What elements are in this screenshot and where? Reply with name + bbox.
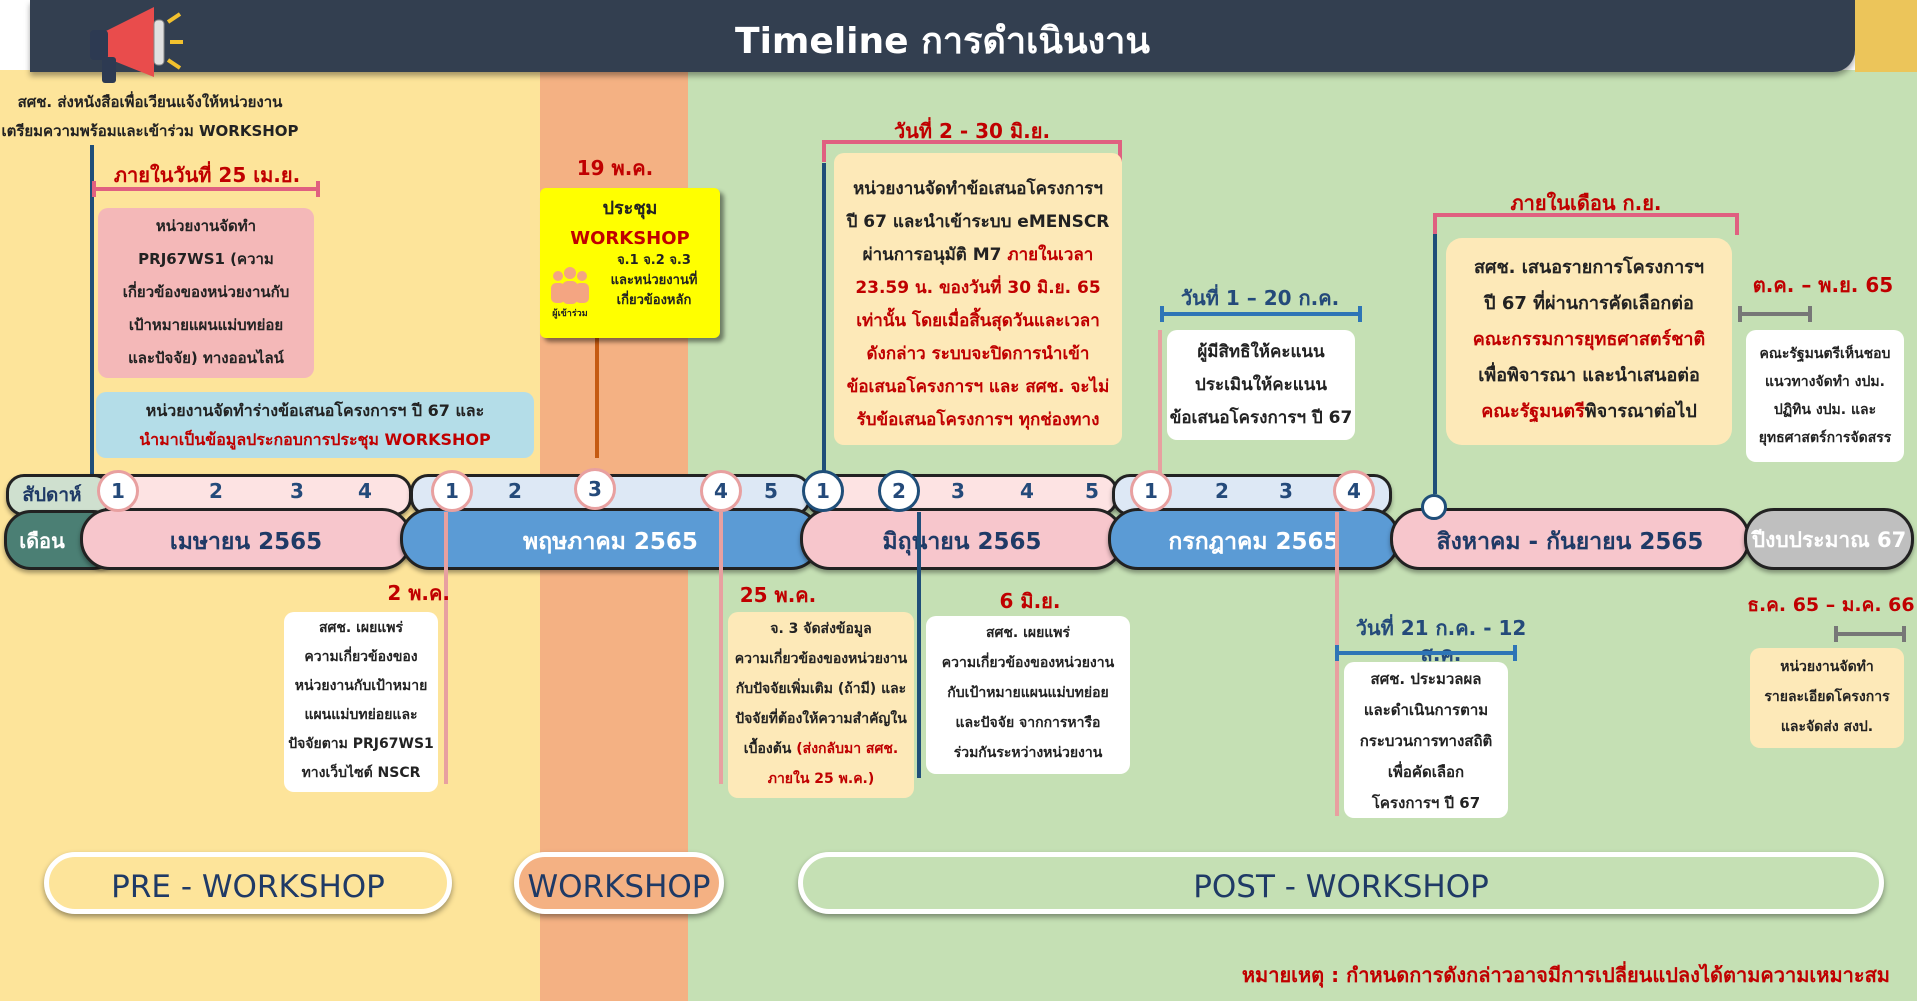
- phase-pre: PRE - WORKSHOP: [44, 852, 452, 914]
- connector-25may: [719, 512, 723, 784]
- phase-workshop: WORKSHOP: [514, 852, 724, 914]
- top-note-line1: สศช. ส่งหนังสือเพื่อเวียนแจ้งให้หน่วยงาน: [17, 93, 283, 111]
- bracket-25apr: [92, 181, 320, 197]
- aug-marker: [1421, 494, 1447, 520]
- week-jun-3: 3: [951, 479, 965, 503]
- week-label-pill: สัปดาห์: [6, 474, 112, 516]
- megaphone-icon: [84, 2, 184, 92]
- cabinet-box: [1746, 330, 1904, 462]
- bracket-decjan: [1834, 626, 1906, 642]
- draft-text: หน่วยงานจัดทำร่างข้อเสนอโครงการฯ ปี 67 แ…: [139, 401, 491, 449]
- prj-box: [98, 208, 314, 378]
- people-icon-label: ผู้เข้าร่วม: [552, 309, 588, 319]
- box-decjan: [1750, 648, 1904, 748]
- week-may-3: 3: [574, 468, 616, 510]
- title-accent: [1855, 0, 1917, 72]
- jun-text: หน่วยงานจัดทำข้อเสนอโครงการฯปี 67 และนำเ…: [846, 179, 1110, 430]
- deadline-25apr: ภายในวันที่ 25 เม.ย.: [113, 163, 301, 187]
- month-augsep: สิงหาคม - กันยายน 2565: [1390, 508, 1750, 570]
- week-label: สัปดาห์: [22, 484, 82, 506]
- bracket-jun: [822, 140, 1122, 162]
- month-jul: กรกฎาคม 2565: [1108, 508, 1400, 570]
- week-jun-2: 2: [878, 470, 920, 512]
- connector-19may: [595, 338, 599, 458]
- text-decjan: หน่วยงานจัดทำรายละเอียดโครงการและจัดส่ง …: [1764, 659, 1890, 735]
- bracket-octnov: [1738, 306, 1812, 322]
- text-6jun: สศช. เผยแพร่ความเกี่ยวข้องของหน่วยงานกับ…: [941, 625, 1115, 761]
- week-apr-1: 1: [97, 470, 139, 512]
- month-apr: เมษายน 2565: [80, 508, 412, 570]
- connector-2may: [444, 512, 448, 784]
- cabinet-text: คณะรัฐมนตรีเห็นชอบแนวทางจัดทำ งปม.ปฏิทิน…: [1758, 346, 1892, 446]
- text-21jul: สศช. ประมวลผลและดำเนินการตามกระบวนการทาง…: [1359, 670, 1493, 812]
- jul-box: [1167, 330, 1355, 440]
- bracket-21jul: [1335, 645, 1517, 661]
- meeting-title: ประชุม: [602, 198, 658, 219]
- week-apr-4: 4: [358, 479, 372, 503]
- date-decjan: ธ.ค. 65 – ม.ค. 66: [1747, 594, 1915, 616]
- week-jun-5: 5: [1085, 479, 1099, 503]
- week-may-1: 1: [431, 470, 473, 512]
- connector-jul1: [1158, 330, 1162, 475]
- draft-box: [96, 392, 534, 458]
- box-6jun: [926, 616, 1130, 774]
- text-2may: สศช. เผยแพร่ความเกี่ยวข้องของหน่วยงานกับ…: [288, 620, 434, 781]
- month-may: พฤษภาคม 2565: [400, 508, 821, 570]
- month-fy67: ปีงบประมาณ 67: [1744, 508, 1914, 570]
- box-25may: [728, 612, 914, 798]
- date-octnov: ต.ค. – พ.ย. 65: [1752, 273, 1894, 297]
- connector-apr1: [90, 145, 94, 475]
- week-may-4: 4: [700, 470, 742, 512]
- connector-6jun: [917, 512, 921, 778]
- week-jun-4: 4: [1020, 479, 1034, 503]
- sep-box: [1446, 238, 1732, 445]
- date-6jun: 6 มิ.ย.: [999, 589, 1061, 613]
- title-bar: Timeline การดำเนินงาน: [30, 0, 1855, 72]
- people-icon: [548, 264, 592, 308]
- bracket-jul: [1160, 306, 1362, 322]
- top-note: สศช. ส่งหนังสือเพื่อเวียนแจ้งให้หน่วยงาน…: [0, 88, 300, 146]
- week-jun-1: 1: [802, 470, 844, 512]
- meeting-box: [540, 188, 720, 338]
- box-21jul: [1344, 662, 1508, 818]
- connector-jun1: [822, 163, 826, 475]
- meeting-workshop: WORKSHOP: [570, 228, 690, 249]
- connector-21jul: [1335, 512, 1339, 816]
- jul-text: ผู้มีสิทธิให้คะแนนประเมินให้คะแนนข้อเสนอ…: [1169, 342, 1353, 428]
- date-19may: 19 พ.ค.: [576, 156, 654, 180]
- footnote: หมายเหตุ : กำหนดการดังกล่าวอาจมีการเปลี่…: [1241, 963, 1890, 987]
- sep-text: สศช. เสนอรายการโครงการฯปี 67 ที่ผ่านการค…: [1472, 257, 1706, 422]
- connector-sep: [1433, 234, 1437, 494]
- month-label: เดือน: [19, 529, 65, 553]
- month-jun: มิถุนายน 2565: [800, 508, 1124, 570]
- week-jul-4: 4: [1333, 470, 1375, 512]
- date-1-20jul: วันที่ 1 – 20 ก.ค.: [1180, 286, 1340, 310]
- week-apr-3: 3: [290, 479, 304, 503]
- text-25may: จ. 3 จัดส่งข้อมูลความเกี่ยวข้องของหน่วยง…: [734, 621, 908, 787]
- week-may-2: 2: [508, 479, 522, 503]
- date-21jul: วันที่ 21 ก.ค. - 12 ส.ค.: [1355, 616, 1527, 666]
- week-jul-1: 1: [1130, 470, 1172, 512]
- week-jul-2: 2: [1215, 479, 1229, 503]
- week-may-5: 5: [764, 479, 778, 503]
- week-jul-3: 3: [1279, 479, 1293, 503]
- date-25may: 25 พ.ค.: [739, 583, 817, 607]
- jun-box: [834, 153, 1122, 445]
- page-title: Timeline การดำเนินงาน: [735, 21, 1150, 62]
- bracket-sep: [1433, 213, 1739, 235]
- week-apr-2: 2: [209, 479, 223, 503]
- top-note-line2: เตรียมความพร้อมและเข้าร่วม WORKSHOP: [1, 122, 299, 140]
- box-2may: [284, 612, 438, 792]
- date-2-30jun: วันที่ 2 - 30 มิ.ย.: [893, 119, 1051, 143]
- phase-post: POST - WORKSHOP: [798, 852, 1884, 914]
- date-2may: 2 พ.ค.: [387, 581, 450, 605]
- date-sep: ภายในเดือน ก.ย.: [1510, 191, 1662, 215]
